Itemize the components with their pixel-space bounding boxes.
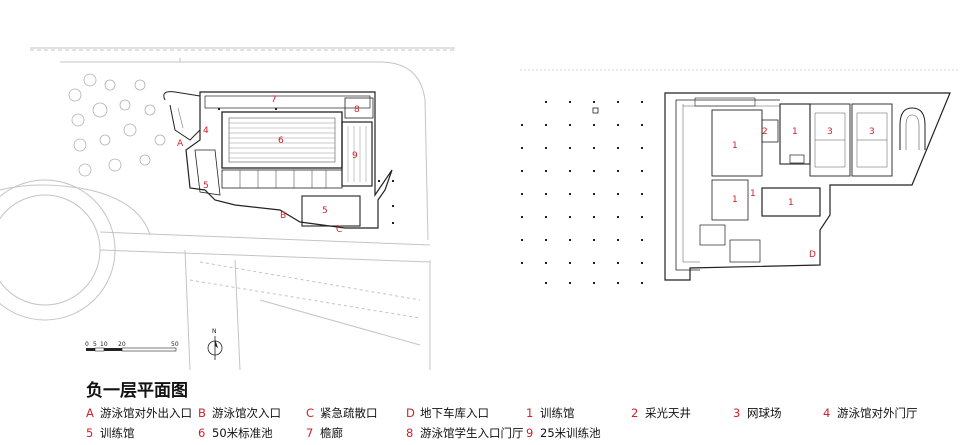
north-arrow-icon: N [207, 328, 223, 360]
right-building [664, 92, 951, 281]
page-title: 负一层平面图 [86, 381, 188, 401]
scale-label-10: 10 [100, 341, 108, 348]
landscape-trees [68, 73, 166, 177]
scale-bar: 0 5 10 20 50 [85, 341, 179, 352]
scale-label-50: 50 [171, 341, 179, 348]
plan-label-6: 6 [278, 136, 284, 146]
plan-label-5a: 5 [203, 181, 209, 191]
plan-label-1d: 1 [788, 198, 794, 208]
scale-label-5: 5 [93, 341, 97, 348]
plan-label-3b: 3 [869, 127, 875, 137]
plan-label-5b: 5 [322, 206, 328, 216]
plan-label-C: C [336, 225, 342, 235]
north-label: N [212, 328, 217, 335]
site-roads [0, 47, 455, 370]
plan-label-2: 2 [762, 127, 768, 137]
scale-label-20: 20 [118, 341, 126, 348]
right-plan-labels: 1 2 1 3 3 1 1 1 D [732, 127, 875, 260]
scale-label-0: 0 [85, 341, 89, 348]
plan-label-8: 8 [354, 105, 360, 115]
plan-label-D: D [809, 250, 816, 260]
plan-label-1e: 1 [750, 189, 756, 199]
plan-label-7: 7 [271, 95, 277, 105]
plan-label-A: A [177, 139, 184, 149]
left-building [163, 91, 394, 229]
plan-label-1b: 1 [792, 127, 798, 137]
plan-label-B: B [280, 211, 286, 221]
floor-plan-drawing: A 4 6 7 8 9 5 5 B C [0, 47, 960, 370]
left-plan-labels: A 4 6 7 8 9 5 5 B C [177, 95, 360, 235]
plan-label-1a: 1 [732, 141, 738, 151]
plan-label-9: 9 [352, 151, 358, 161]
plan-label-4: 4 [203, 126, 209, 136]
plan-label-1c: 1 [732, 195, 738, 205]
column-grid-dots [521, 101, 643, 284]
plan-label-3a: 3 [827, 127, 833, 137]
